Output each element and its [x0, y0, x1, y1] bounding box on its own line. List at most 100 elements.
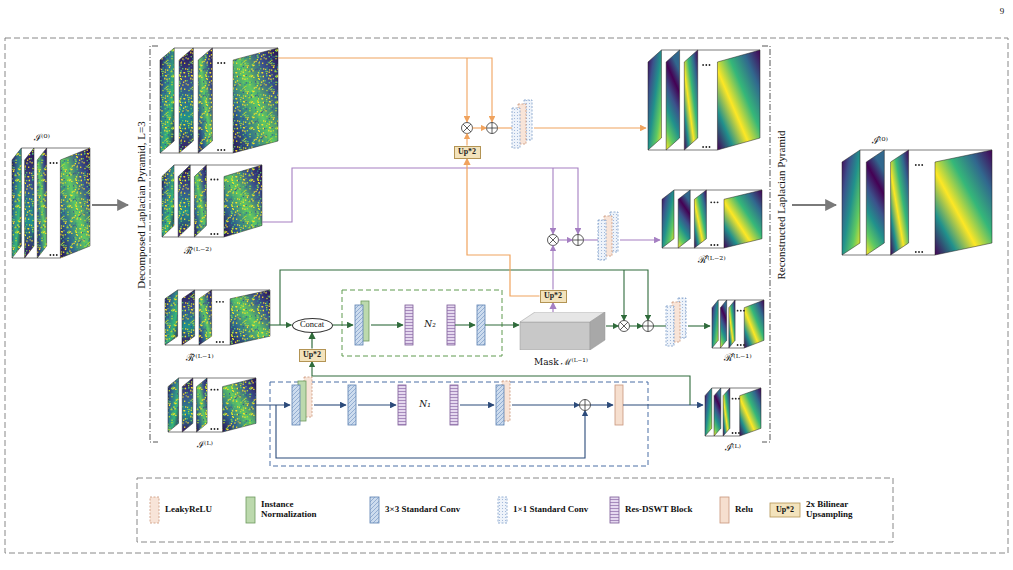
flow-line	[276, 405, 585, 458]
ellipsis-dot	[217, 428, 219, 430]
ellipsis-dot	[709, 64, 711, 66]
flow-line	[498, 127, 513, 128]
flow-line	[455, 324, 475, 325]
flow-line	[485, 324, 519, 325]
feature-slice	[162, 165, 174, 237]
connector	[552, 303, 553, 313]
layer-block	[512, 108, 520, 148]
stack-edge	[165, 290, 270, 345]
feature-slice	[12, 148, 21, 258]
ellipsis-dot	[214, 233, 216, 235]
ellipsis-dot	[737, 310, 739, 312]
legend-texture	[498, 497, 507, 523]
noise-overlay	[168, 378, 179, 432]
noise-overlay	[182, 378, 193, 432]
layer-texture	[405, 305, 413, 345]
add-symbol	[573, 235, 584, 246]
tensor-label: ℛ̃⁽ᴸ⁻²⁾	[184, 245, 211, 256]
ellipsis-dot	[56, 254, 58, 256]
ellipsis-dot	[714, 201, 716, 203]
concat-node: Concat	[292, 318, 333, 333]
mask-cube	[515, 312, 607, 350]
ellipsis-dot	[53, 162, 55, 164]
multiply-symbol	[463, 124, 471, 132]
ellipsis-dot	[214, 428, 216, 430]
feature-stack	[12, 148, 90, 258]
layer-block	[666, 306, 674, 346]
flow-line	[688, 325, 710, 326]
add-symbol	[487, 123, 498, 134]
feature-slice	[182, 378, 193, 432]
layer-texture	[477, 305, 485, 345]
feature-slice	[168, 378, 179, 432]
pyramid-bracket	[762, 46, 770, 442]
pyramid-bracket	[150, 46, 158, 442]
flow-line	[512, 404, 580, 405]
feature-slice	[194, 165, 206, 237]
ellipsis-dot	[735, 398, 737, 400]
ellipsis-dot	[740, 344, 742, 346]
flow-line	[333, 324, 354, 325]
tensor-label: ℐ⁽ᴸ⁾	[197, 439, 213, 450]
stack-edge	[705, 388, 761, 436]
upsample-box: Up*2	[540, 290, 567, 303]
feature-slice	[717, 50, 760, 150]
legend-swatch	[150, 497, 159, 523]
legend-text: Instance Normalization	[261, 500, 327, 520]
ellipsis-dot	[702, 64, 704, 66]
add-symbol	[580, 400, 591, 411]
tensor-label: N₁	[419, 400, 430, 410]
feature-slice	[662, 190, 674, 248]
node-text: Up*2	[458, 148, 476, 157]
multiply-symbol	[619, 321, 630, 332]
ellipsis-dot	[740, 310, 742, 312]
noise-overlay	[162, 165, 174, 237]
flow-line	[584, 239, 599, 240]
feature-slice	[182, 290, 195, 345]
feature-slice	[666, 50, 679, 150]
ellipsis-dot	[210, 233, 212, 235]
feature-slice	[60, 148, 90, 258]
feature-stack	[165, 290, 270, 345]
stack-edge	[160, 48, 278, 153]
flow-line	[460, 404, 494, 405]
noise-overlay	[165, 290, 178, 345]
ellipsis-dot	[921, 251, 923, 253]
ellipsis-dot	[717, 201, 719, 203]
feature-slice	[678, 190, 690, 248]
flow-line	[278, 58, 492, 122]
node-text: Up*2	[303, 351, 321, 360]
layer-texture	[450, 385, 458, 425]
feature-slice	[723, 388, 730, 436]
ellipsis-dot	[735, 432, 737, 434]
ellipsis-dot	[702, 146, 704, 148]
flow-line	[280, 270, 648, 325]
ellipsis-dot	[732, 432, 734, 434]
feature-slice	[179, 48, 193, 153]
feature-stack	[705, 388, 761, 436]
flow-line	[623, 270, 624, 321]
ellipsis-dot	[217, 179, 219, 181]
pyramid-arrow	[792, 204, 836, 206]
legend-text: 1×1 Standard Conv	[513, 505, 588, 515]
flow-line	[534, 127, 646, 128]
ellipsis-dot	[220, 62, 222, 64]
noise-overlay	[199, 290, 212, 345]
multiply-symbol	[548, 235, 559, 246]
legend-frame	[137, 478, 893, 542]
feature-stack	[662, 190, 762, 248]
noise-overlay	[230, 290, 270, 345]
layer-block	[355, 305, 363, 345]
flow-line	[591, 404, 614, 405]
ellipsis-dot	[709, 146, 711, 148]
stack-edge	[162, 165, 262, 237]
layer-texture	[398, 385, 406, 425]
flow-line	[466, 58, 467, 122]
ellipsis-dot	[220, 149, 222, 151]
legend-text: LeakyReLU	[165, 505, 212, 515]
noise-overlay	[179, 48, 193, 153]
ellipsis-dot	[210, 389, 212, 391]
tensor-label: ℛ̃⁽ᴸ⁻¹⁾	[186, 352, 213, 363]
